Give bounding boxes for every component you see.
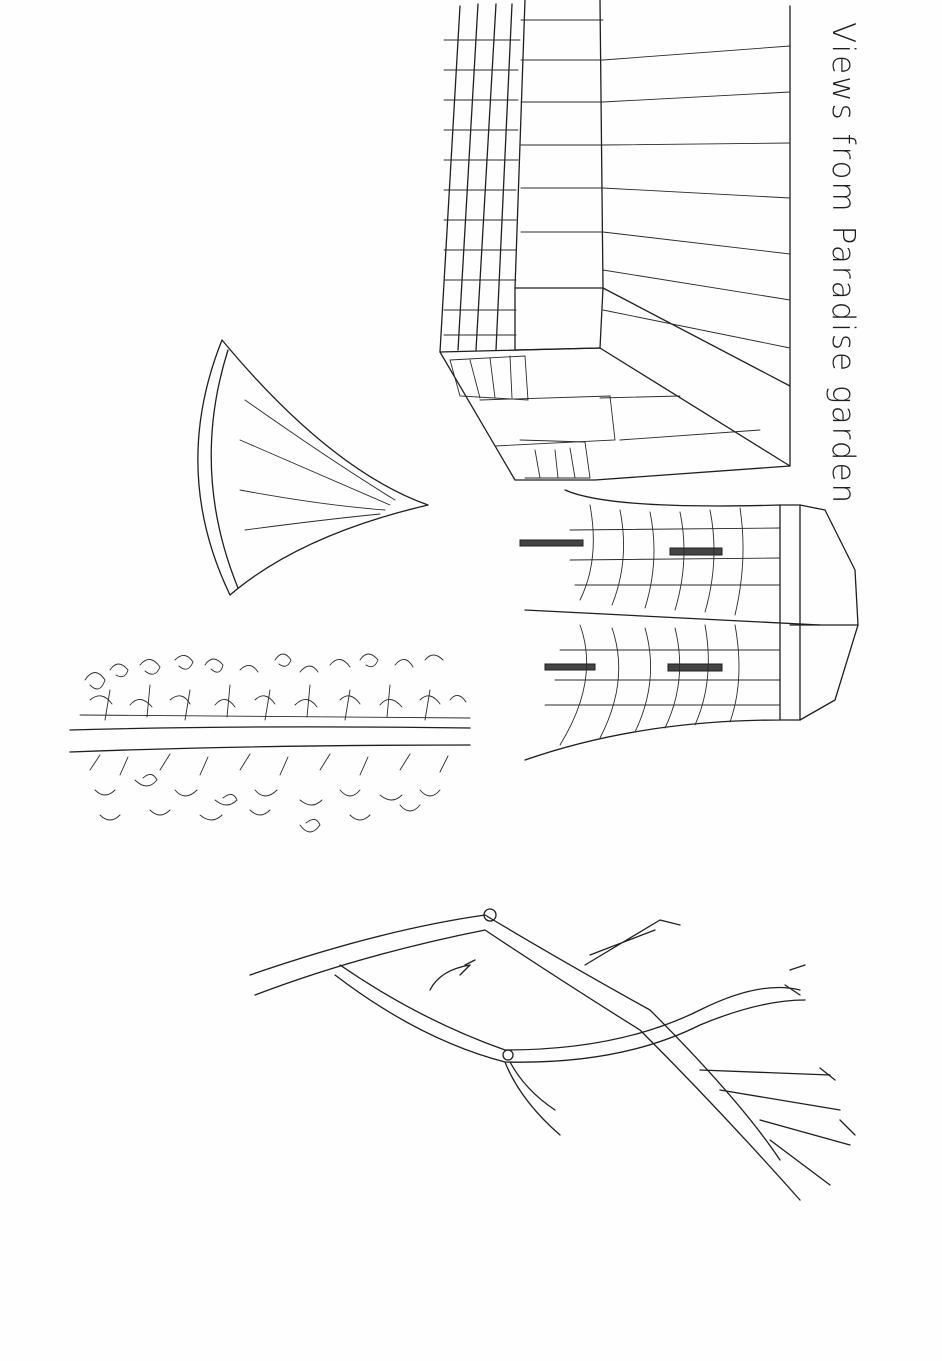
tree-branches (250, 909, 855, 1200)
curved-building (520, 490, 858, 760)
hedge-row (70, 654, 470, 832)
tower-building (440, 0, 790, 480)
sail-canopy (198, 340, 428, 595)
